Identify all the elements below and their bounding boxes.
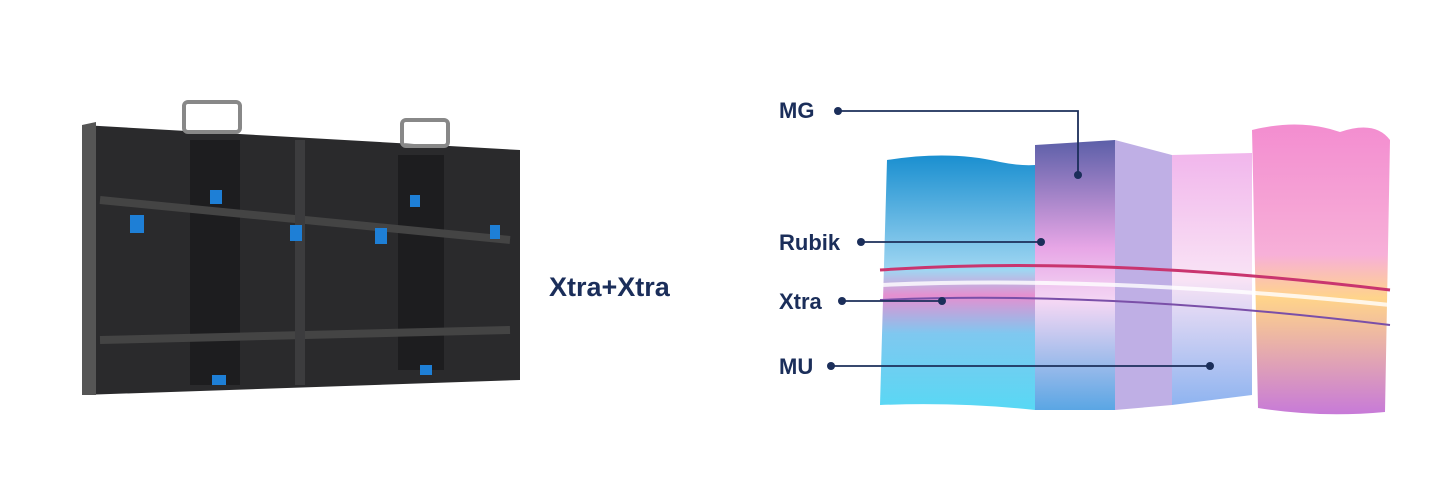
callout-line-mg [838, 110, 1079, 175]
callout-dot [1206, 362, 1214, 370]
callout-label-rubik: Rubik [779, 230, 841, 255]
callout-dot [827, 362, 835, 370]
callout-label-mg: MG [779, 98, 815, 123]
led-cabinet-product-image [82, 100, 520, 395]
callout-dot [834, 107, 842, 115]
callout-dot [838, 297, 846, 305]
led-screens-product-image [879, 124, 1391, 415]
callout-dot [857, 238, 865, 246]
callout-label-mu: MU [779, 354, 814, 379]
callout-dot [1074, 171, 1082, 179]
callout-dot [938, 297, 946, 305]
callout-label-xtra: Xtra [779, 289, 822, 314]
callout-dot [1037, 238, 1045, 246]
product-combo-title: Xtra+Xtra [549, 272, 670, 302]
